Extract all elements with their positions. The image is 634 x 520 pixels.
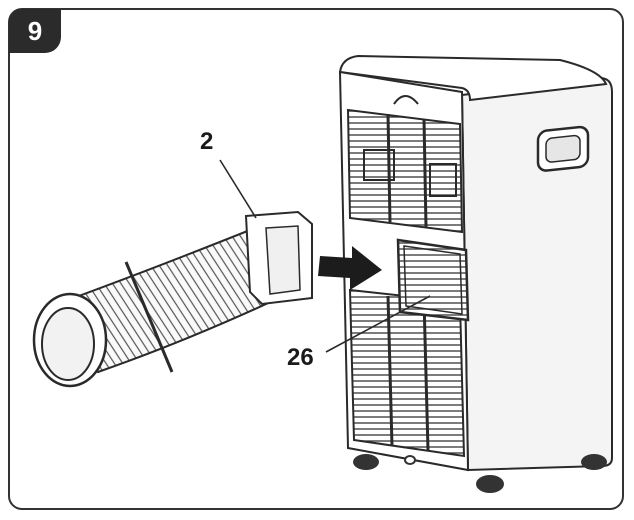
- leader-line-2: [219, 159, 257, 219]
- callout-hose: 2: [200, 128, 214, 155]
- filter-clip: [429, 163, 457, 197]
- caster: [353, 454, 379, 470]
- exhaust-outlet-inner: [403, 245, 463, 315]
- unit-top: [338, 54, 608, 102]
- exhaust-outlet: [396, 238, 470, 322]
- filter-clip: [363, 149, 395, 181]
- upper-grill: [346, 108, 464, 234]
- air-conditioner-unit: [338, 54, 613, 493]
- side-handle-recess: [545, 134, 581, 163]
- hose-end-opening: [41, 307, 95, 381]
- insert-arrow-icon: [318, 246, 382, 290]
- step-badge: 9: [9, 9, 61, 53]
- drain-plug: [404, 455, 416, 465]
- caster: [476, 475, 504, 493]
- grill-divider: [386, 295, 394, 447]
- leader-line-26: [325, 295, 431, 353]
- unit-side-panel: [460, 76, 613, 472]
- top-hatch: [393, 95, 419, 105]
- grill-divider: [422, 299, 430, 451]
- callout-outlet: 26: [287, 344, 314, 371]
- step-number: 9: [27, 15, 43, 46]
- exhaust-hose-assembly: [32, 210, 313, 388]
- wall-adapter-face: [265, 225, 301, 295]
- grill-divider: [422, 118, 428, 228]
- hose-strap: [124, 261, 174, 373]
- caster: [581, 454, 607, 470]
- grill-divider: [386, 113, 392, 223]
- casters: [353, 454, 607, 493]
